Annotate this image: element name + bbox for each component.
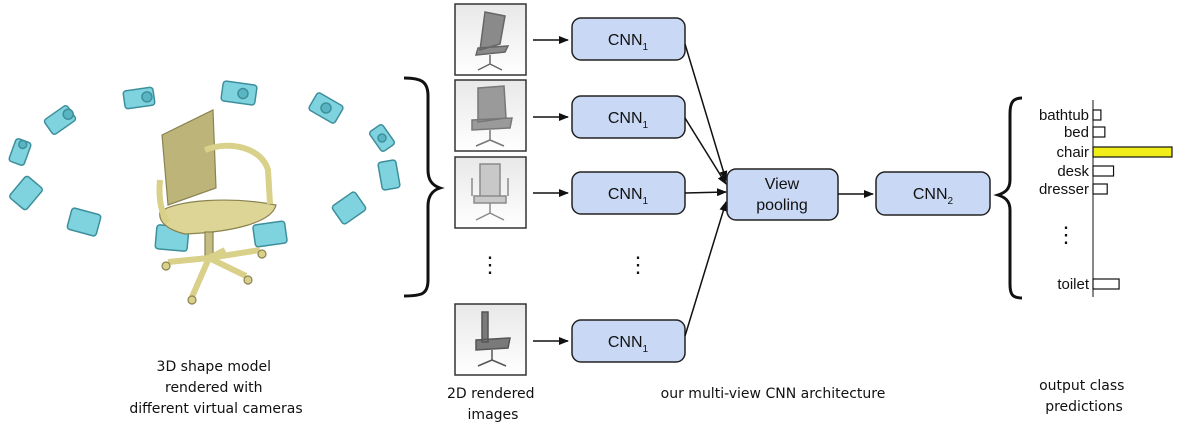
caption-shape-model: 3D shape model rendered with different v… bbox=[129, 359, 302, 417]
svg-text:CNN1: CNN1 bbox=[608, 110, 649, 131]
svg-text:CNN1: CNN1 bbox=[608, 334, 649, 355]
camera-icon bbox=[220, 80, 258, 106]
class-bar-desk bbox=[1092, 165, 1115, 177]
class-bar-toilet bbox=[1092, 278, 1120, 290]
caption-rendered-images: 2D rendered images bbox=[447, 386, 539, 423]
view-pooling-box: View pooling bbox=[726, 168, 839, 221]
cnn2-box: CNN2 bbox=[875, 171, 991, 216]
cnn-to-pooling-arrows bbox=[684, 43, 728, 337]
camera-icon bbox=[66, 207, 102, 237]
cnn1-boxes: CNN1 CNN1 CNN1 CNN1 bbox=[571, 17, 686, 363]
camera-icon bbox=[368, 124, 396, 152]
svg-text:CNN2: CNN2 bbox=[913, 186, 954, 207]
class-label-toilet: toilet bbox=[1057, 276, 1090, 293]
shape-illustration bbox=[8, 80, 401, 305]
class-label-bed: bed bbox=[1064, 124, 1089, 141]
chair-model bbox=[156, 109, 277, 305]
cnn1-box: CNN1 bbox=[571, 95, 686, 139]
rendered-view-thumbnail bbox=[454, 3, 527, 76]
class-ellipsis: ⋮ bbox=[1055, 222, 1077, 247]
left-brace bbox=[403, 76, 445, 298]
rendered-view-thumbnail bbox=[454, 303, 527, 376]
camera-icon bbox=[331, 191, 367, 225]
svg-text:CNN1: CNN1 bbox=[608, 186, 649, 207]
class-bar-bed bbox=[1092, 126, 1106, 138]
ellipsis-images: ⋮ bbox=[479, 252, 501, 277]
camera-icon bbox=[9, 175, 43, 211]
camera-icon bbox=[377, 159, 401, 191]
class-bar-dresser bbox=[1092, 183, 1108, 195]
view-pooling-line2: pooling bbox=[756, 197, 808, 214]
class-bar-bathtub bbox=[1092, 109, 1102, 121]
camera-icon bbox=[308, 92, 344, 124]
rendered-views bbox=[454, 3, 527, 376]
camera-icon bbox=[122, 86, 156, 110]
caption-architecture: our multi-view CNN architecture bbox=[661, 386, 886, 402]
rendered-view-thumbnail bbox=[454, 79, 527, 152]
ellipsis-cnns: ⋮ bbox=[627, 252, 649, 277]
captions: 3D shape model rendered with different v… bbox=[129, 359, 1129, 423]
camera-icon bbox=[252, 220, 288, 248]
class-label-bathtub: bathtub bbox=[1039, 107, 1089, 124]
rendered-view-thumbnail bbox=[454, 156, 527, 229]
image-to-cnn-arrows bbox=[533, 36, 569, 345]
svg-text:CNN1: CNN1 bbox=[608, 32, 649, 53]
class-label-dresser: dresser bbox=[1039, 181, 1089, 198]
caption-output: output class predictions bbox=[1039, 378, 1129, 415]
cnn1-box: CNN1 bbox=[571, 171, 686, 215]
cnn1-box: CNN1 bbox=[571, 17, 686, 61]
class-bar-chair bbox=[1092, 146, 1173, 158]
class-label-chair: chair bbox=[1056, 144, 1089, 161]
camera-icon bbox=[8, 138, 32, 166]
class-label-desk: desk bbox=[1057, 163, 1089, 180]
right-brace bbox=[993, 96, 1023, 300]
view-pooling-line1: View bbox=[765, 176, 800, 193]
virtual-cameras bbox=[8, 80, 401, 252]
cnn1-box: CNN1 bbox=[571, 319, 686, 363]
camera-icon bbox=[43, 105, 77, 135]
